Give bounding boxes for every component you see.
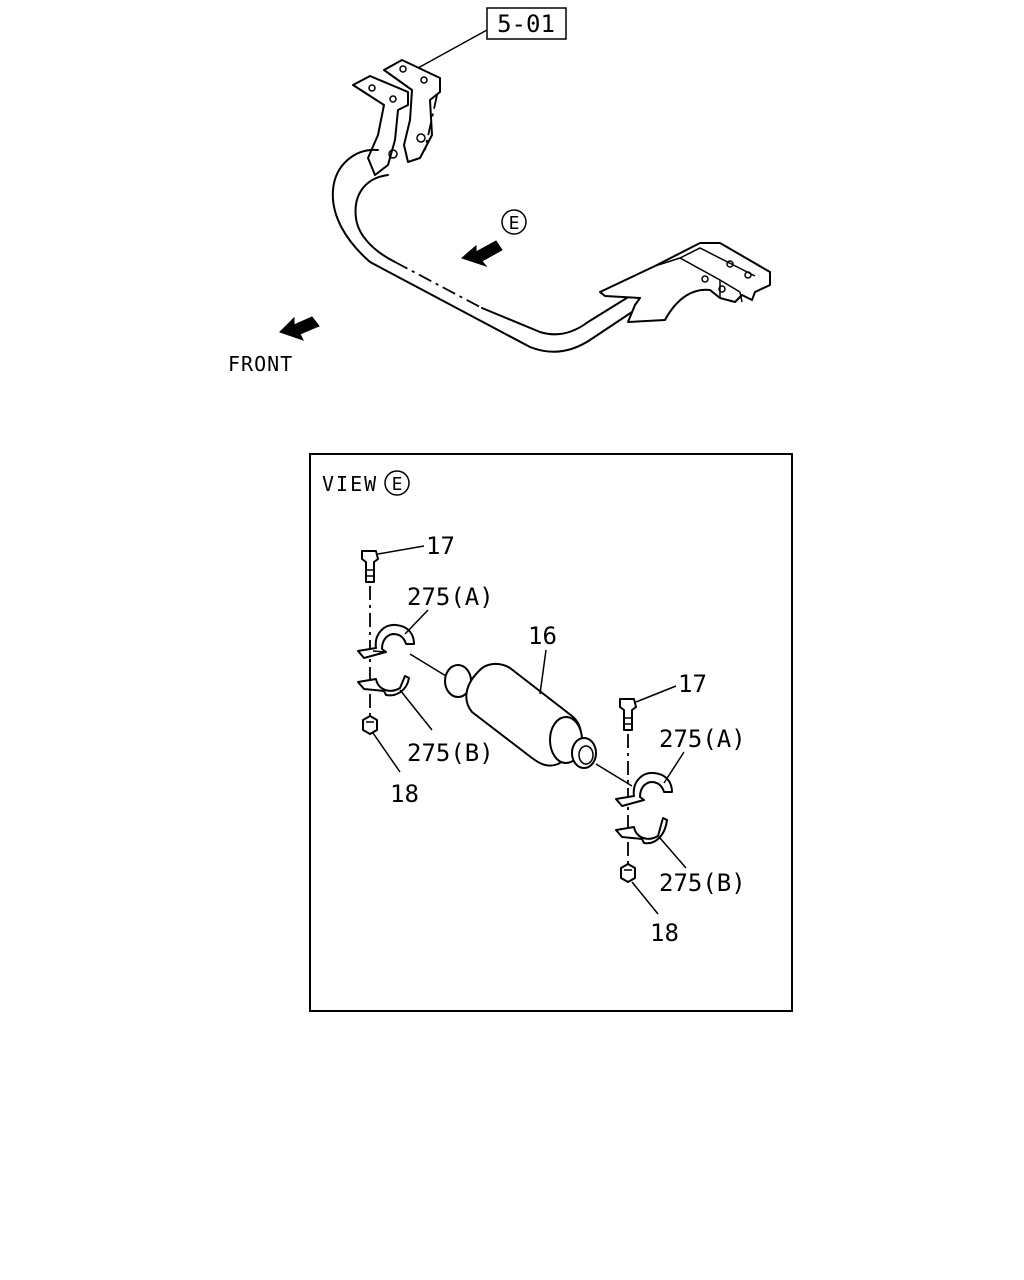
leader-bolt-right — [635, 685, 677, 703]
leader-275b-right — [659, 837, 687, 869]
crossmember-tube-inner-2 — [481, 295, 631, 336]
bolt-17-left[interactable] — [361, 550, 379, 583]
crossmember-hidden — [394, 261, 483, 309]
bushing-16[interactable] — [409, 653, 633, 787]
bracket-hidden-edge — [424, 94, 438, 151]
callout-labels: 17 275(A) 16 17 275(A) 275(B) 18 275(B) … — [390, 532, 746, 947]
front-indicator: FRONT — [228, 316, 320, 376]
nut-18-right[interactable] — [620, 863, 636, 883]
leader-275b-left — [399, 689, 433, 731]
bushing-right-hole — [578, 745, 594, 765]
leader-bolt-left — [377, 545, 425, 555]
leader-lines — [372, 545, 687, 915]
leader-nut-right — [631, 881, 659, 915]
bolt-hole — [389, 95, 397, 103]
bracket-275b-left[interactable] — [357, 675, 410, 697]
left-bracket-rear — [383, 59, 441, 163]
leader-275a-left — [404, 609, 429, 635]
nut-18-left[interactable] — [362, 715, 378, 735]
crossmember-tube-outer — [331, 148, 636, 353]
bushing-axis-left — [409, 653, 447, 677]
front-label: FRONT — [228, 352, 293, 376]
bushing-axis-right — [595, 763, 633, 787]
callout-bolt-left[interactable]: 17 — [426, 532, 455, 560]
leader-275a-right — [663, 751, 685, 784]
callout-275a-left[interactable]: 275(A) — [407, 583, 494, 611]
view-marker-circle — [501, 209, 527, 235]
reference-leader — [417, 29, 488, 69]
right-hardware — [615, 698, 673, 883]
crossmember-assembly: 5-01 — [331, 7, 771, 353]
callout-275b-left[interactable]: 275(B) — [407, 739, 494, 767]
callout-275b-right[interactable]: 275(B) — [659, 869, 746, 897]
bolt-hole — [399, 65, 407, 73]
bolt-hole — [726, 260, 734, 268]
view-frame — [309, 453, 793, 1012]
view-marker-letter: E — [509, 213, 520, 234]
bolt-hole — [701, 275, 709, 283]
bolt-hole — [368, 84, 376, 92]
callout-bolt-right[interactable]: 17 — [678, 670, 707, 698]
bolt-hole — [744, 271, 752, 279]
bracket-275a-right[interactable] — [615, 771, 673, 807]
view-e-box: VIEW E — [309, 453, 793, 1012]
view-title: VIEW — [322, 472, 378, 496]
left-hardware — [357, 550, 415, 735]
bolt-17-right[interactable] — [619, 698, 637, 731]
callout-nut-right[interactable]: 18 — [650, 919, 679, 947]
view-arrow — [461, 240, 503, 268]
bolt-hole — [416, 133, 426, 143]
right-bracket-fold — [654, 247, 756, 303]
callout-bushing[interactable]: 16 — [528, 622, 557, 650]
leader-bushing — [539, 649, 547, 695]
bracket-275a-left-face — [372, 650, 387, 653]
bushing-right-collar — [571, 737, 597, 769]
callout-275a-right[interactable]: 275(A) — [659, 725, 746, 753]
left-bracket-front — [352, 75, 409, 176]
view-e-indicator: E — [461, 209, 527, 268]
bracket-275b-right[interactable] — [615, 817, 668, 845]
leader-nut-left — [372, 732, 401, 773]
reference-box[interactable] — [486, 7, 567, 40]
front-arrow — [279, 316, 320, 341]
reference-label: 5-01 — [497, 10, 555, 38]
bracket-275a-left[interactable] — [357, 623, 415, 659]
view-title-marker: E — [392, 474, 403, 495]
view-title-marker-circle — [384, 470, 410, 496]
bolt-hole — [718, 285, 726, 293]
bolt-hole — [420, 76, 428, 84]
callout-nut-left[interactable]: 18 — [390, 780, 419, 808]
crossmember-tube-inner — [354, 174, 396, 263]
bolt-hole — [388, 149, 398, 159]
